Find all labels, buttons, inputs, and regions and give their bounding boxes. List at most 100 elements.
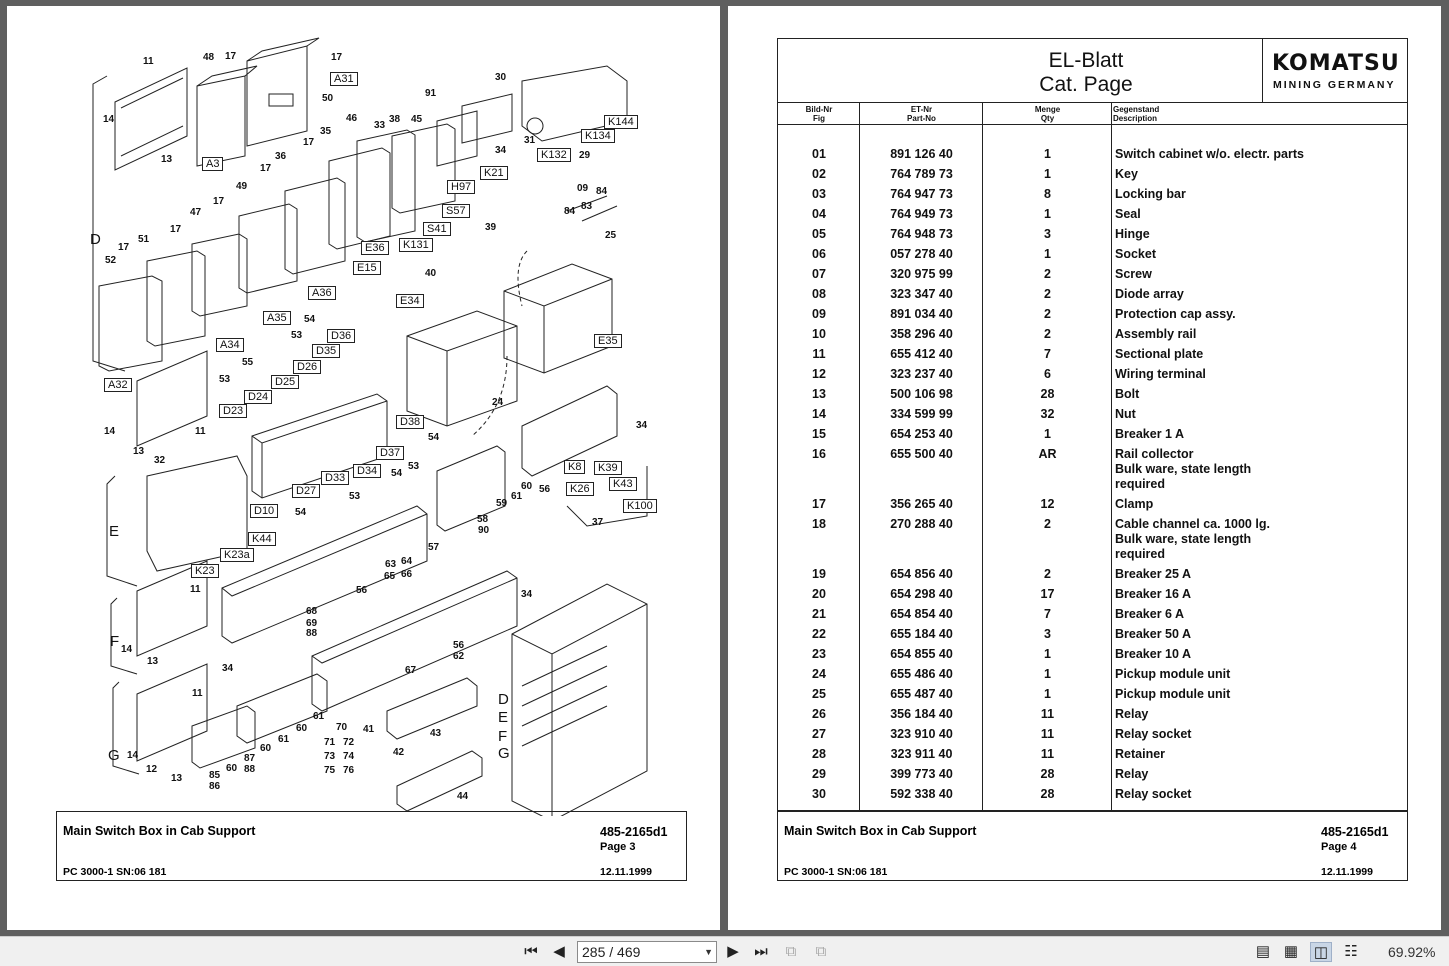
cell-fig: 12 <box>812 367 826 381</box>
cell-part-number: 592 338 40 <box>890 787 953 801</box>
first-page-icon[interactable]: ⏮ <box>524 943 538 960</box>
callout-label: A31 <box>330 72 358 86</box>
callout-label: A34 <box>216 338 244 352</box>
next-page-icon[interactable]: ▶ <box>727 943 739 960</box>
callout-label: 36 <box>275 151 287 162</box>
two-page-icon[interactable]: ◫ <box>1310 942 1332 962</box>
cell-fig: 13 <box>812 387 826 401</box>
cell-fig: 06 <box>812 247 826 261</box>
callout-label: D33 <box>321 471 350 485</box>
cell-part-number: 655 412 40 <box>890 347 953 361</box>
cell-fig: 14 <box>812 407 826 421</box>
footer-page-number: Page 3 <box>600 841 636 853</box>
callout-label: 52 <box>105 255 117 266</box>
callout-label: 44 <box>457 791 469 802</box>
callout-label: 88 <box>244 764 256 775</box>
callout-label: 84 <box>596 186 608 197</box>
callout-label: 74 <box>343 751 355 762</box>
callout-label: 87 <box>244 753 256 764</box>
rotate-icon[interactable]: ⧉ <box>785 943 797 960</box>
callout-label: 55 <box>242 357 254 368</box>
callout-label: D35 <box>312 344 341 358</box>
callout-label: K23 <box>191 564 219 578</box>
fit-icon[interactable]: ⧉ <box>815 943 827 960</box>
callout-label: 17 <box>213 196 225 207</box>
cell-part-number: 655 486 40 <box>890 667 953 681</box>
cell-description: Screw <box>1115 267 1152 281</box>
callout-label: 91 <box>425 88 437 99</box>
callout-label: E34 <box>396 294 424 308</box>
callout-label: 90 <box>478 525 490 536</box>
zoom-level[interactable]: 69.92% <box>1388 944 1436 960</box>
parts-list-frame: EL-Blatt Cat. Page KOMATSU MINING GERMAN… <box>777 38 1408 811</box>
callout-label: D34 <box>353 464 382 478</box>
cell-part-number: 057 278 40 <box>890 247 953 261</box>
callout-label: 34 <box>495 145 507 156</box>
chevron-down-icon[interactable]: ▼ <box>704 947 713 957</box>
cell-quantity: 6 <box>1044 367 1051 381</box>
column-divider <box>982 103 983 810</box>
cell-part-number: 654 854 40 <box>890 607 953 621</box>
callout-label: K144 <box>604 115 638 129</box>
callout-label: 17 <box>303 137 315 148</box>
cell-fig: 07 <box>812 267 826 281</box>
cell-description: Clamp <box>1115 497 1154 511</box>
cell-fig: 05 <box>812 227 826 241</box>
callout-label: D36 <box>327 329 356 343</box>
cell-description: Retainer <box>1115 747 1166 761</box>
last-page-icon[interactable]: ⏭ <box>754 943 768 960</box>
continuous-icon[interactable]: ▦ <box>1283 943 1299 960</box>
cell-description: Switch cabinet w/o. electr. parts <box>1115 147 1304 161</box>
cell-quantity: 2 <box>1044 327 1051 341</box>
callout-label: F <box>498 728 508 745</box>
callout-label: F <box>110 633 120 650</box>
cell-quantity: 1 <box>1044 167 1051 181</box>
callout-label: 53 <box>219 374 231 385</box>
footer-title: Main Switch Box in Cab Support <box>63 824 256 838</box>
callout-label: S41 <box>423 222 451 236</box>
two-page-continuous-icon[interactable]: ☷ <box>1344 943 1358 960</box>
cell-fig: 23 <box>812 647 826 661</box>
cell-fig: 27 <box>812 727 826 741</box>
callout-label: G <box>108 747 120 764</box>
callout-label: 69 <box>306 618 318 629</box>
single-page-icon[interactable]: ▤ <box>1255 943 1271 960</box>
callout-label: 53 <box>349 491 361 502</box>
parts-illustration <box>92 37 648 816</box>
cell-quantity: 1 <box>1044 207 1051 221</box>
cell-quantity: 3 <box>1044 227 1051 241</box>
callout-label: 14 <box>127 750 139 761</box>
cell-part-number: 764 948 73 <box>890 227 953 241</box>
callout-label: 60 <box>260 743 272 754</box>
cell-description: Wiring terminal <box>1115 367 1206 381</box>
logo-wordmark: KOMATSU <box>1272 51 1400 76</box>
callout-label: 70 <box>336 722 348 733</box>
callout-label: 49 <box>236 181 248 192</box>
footer-model: PC 3000-1 SN:06 181 <box>63 866 167 878</box>
cell-part-number: 323 237 40 <box>890 367 953 381</box>
callout-label: K43 <box>609 477 637 491</box>
cell-part-number: 654 855 40 <box>890 647 953 661</box>
callout-label: 85 <box>209 770 221 781</box>
cell-part-number: 655 500 40 <box>890 447 953 461</box>
callout-label: D26 <box>293 360 322 374</box>
cell-quantity: 28 <box>1040 787 1055 801</box>
callout-label: 14 <box>104 426 116 437</box>
cell-part-number: 655 487 40 <box>890 687 953 701</box>
cell-part-number: 891 034 40 <box>890 307 953 321</box>
cell-description: Protection cap assy. <box>1115 307 1236 321</box>
callout-label: S57 <box>442 204 470 218</box>
callout-label: 37 <box>592 517 604 528</box>
prev-page-icon[interactable]: ◀ <box>553 943 565 960</box>
cell-quantity: 1 <box>1044 247 1051 261</box>
page-number-input[interactable]: 285 / 469 ▼ <box>577 941 717 963</box>
cell-quantity: 2 <box>1044 567 1051 581</box>
title-line-2: Cat. Page <box>1039 73 1133 96</box>
cell-description: Locking bar <box>1115 187 1186 201</box>
catalog-header: EL-Blatt Cat. Page KOMATSU MINING GERMAN… <box>778 39 1407 103</box>
cell-description: Breaker 25 A <box>1115 567 1191 581</box>
cell-fig: 15 <box>812 427 826 441</box>
